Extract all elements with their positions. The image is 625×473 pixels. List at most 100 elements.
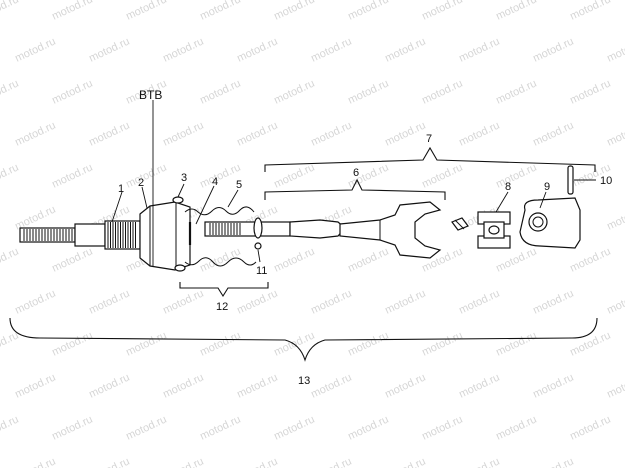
watermark-text: motod.ru: [494, 161, 538, 190]
watermark-text: motod.ru: [124, 329, 168, 358]
watermark-text: motod.ru: [346, 0, 390, 23]
watermark-text: motod.ru: [494, 0, 538, 23]
label-7: 7: [426, 133, 432, 145]
shaft-end-ring-part: [253, 217, 263, 250]
watermark-text: motod.ru: [87, 371, 131, 400]
watermark-text: motod.ru: [0, 161, 21, 190]
label-10: 10: [600, 175, 612, 187]
watermark-text: motod.ru: [568, 77, 612, 106]
watermark-text: motod.ru: [235, 287, 279, 316]
watermark-text: motod.ru: [309, 455, 353, 468]
cv-housing-part: [139, 201, 191, 271]
pin-part: [567, 165, 574, 195]
watermark-text: motod.ru: [568, 245, 612, 274]
watermark-text: motod.ru: [309, 371, 353, 400]
watermark-text: motod.ru: [0, 413, 21, 442]
label-2: 2: [138, 177, 144, 189]
label-3: 3: [181, 172, 187, 184]
watermark-text: motod.ru: [13, 455, 57, 468]
yoke-flange-part: [519, 197, 581, 249]
watermark-text: motod.ru: [494, 329, 538, 358]
watermark-text: motod.ru: [346, 245, 390, 274]
watermark-text: motod.ru: [50, 0, 94, 23]
watermark-text: motod.ru: [198, 245, 242, 274]
watermark-text: motod.ru: [198, 413, 242, 442]
watermark-text: motod.ru: [568, 413, 612, 442]
u-joint-cross-part: [477, 211, 511, 249]
watermark-text: motod.ru: [346, 329, 390, 358]
watermark-text: motod.ru: [605, 35, 625, 64]
watermark-text: motod.ru: [309, 287, 353, 316]
label-btb: BTB: [139, 88, 162, 102]
label-12: 12: [216, 301, 228, 313]
label-6: 6: [353, 167, 359, 179]
watermark-text: motod.ru: [605, 203, 625, 232]
watermark-text: motod.ru: [605, 455, 625, 468]
watermark-text: motod.ru: [13, 35, 57, 64]
label-4: 4: [212, 176, 218, 188]
watermark-text: motod.ru: [272, 245, 316, 274]
watermark-text: motod.ru: [50, 413, 94, 442]
watermark-text: motod.ru: [457, 287, 501, 316]
watermark-text: motod.ru: [124, 413, 168, 442]
watermark-text: motod.ru: [235, 455, 279, 468]
watermark-text: motod.ru: [87, 287, 131, 316]
watermark-text: motod.ru: [309, 119, 353, 148]
watermark-text: motod.ru: [383, 455, 427, 468]
watermark-text: motod.ru: [420, 413, 464, 442]
label-13: 13: [298, 375, 310, 387]
watermark-text: motod.ru: [50, 245, 94, 274]
watermark-text: motod.ru: [87, 35, 131, 64]
watermark-text: motod.ru: [605, 371, 625, 400]
watermark-text: motod.ru: [198, 77, 242, 106]
watermark-text: motod.ru: [161, 119, 205, 148]
label-9: 9: [544, 181, 550, 193]
watermark-text: motod.ru: [198, 0, 242, 23]
watermark-text: motod.ru: [420, 161, 464, 190]
leader-lines: [111, 179, 596, 263]
watermark-text: motod.ru: [383, 35, 427, 64]
shaft-yoke-part: [204, 201, 442, 259]
watermark-text: motod.ru: [272, 161, 316, 190]
brackets: [9, 146, 598, 362]
watermark-text: motod.ru: [457, 35, 501, 64]
watermark-text: motod.ru: [346, 413, 390, 442]
watermark-text: motod.ru: [420, 77, 464, 106]
label-11: 11: [256, 265, 267, 277]
watermark-text: motod.ru: [383, 371, 427, 400]
part-labels: BTB 1 2 3 4 5 6 7 8 9 10 11 12 13: [118, 88, 612, 387]
watermark-text: motod.ru: [605, 287, 625, 316]
watermark-text: motod.ru: [272, 0, 316, 23]
watermark-text: motod.ru: [13, 371, 57, 400]
stub-shaft-part: [19, 220, 141, 250]
watermark-text: motod.ru: [531, 455, 575, 468]
watermark-text: motod.ru: [605, 119, 625, 148]
watermark-text: motod.ru: [568, 0, 612, 23]
watermark-text: motod.ru: [161, 455, 205, 468]
watermark-text: motod.ru: [0, 0, 21, 23]
watermark-text: motod.ru: [161, 287, 205, 316]
watermark-text: motod.ru: [494, 77, 538, 106]
label-8: 8: [505, 181, 511, 193]
watermark-text: motod.ru: [346, 77, 390, 106]
watermark-text: motod.ru: [531, 371, 575, 400]
watermark-text: motod.ru: [531, 119, 575, 148]
watermark-text: motod.ru: [87, 455, 131, 468]
watermark-text: motod.ru: [235, 119, 279, 148]
watermark-text: motod.ru: [198, 329, 242, 358]
watermark-text: motod.ru: [13, 287, 57, 316]
watermark-text: motod.ru: [457, 119, 501, 148]
watermark-text: motod.ru: [457, 371, 501, 400]
watermark-text: motod.ru: [235, 371, 279, 400]
watermark-text: motod.ru: [309, 35, 353, 64]
watermark-text: motod.ru: [235, 35, 279, 64]
watermark-text: motod.ru: [50, 77, 94, 106]
watermark-text: motod.ru: [13, 119, 57, 148]
watermark-text: motod.ru: [420, 0, 464, 23]
watermark-text: motod.ru: [531, 35, 575, 64]
watermark-text: motod.ru: [494, 413, 538, 442]
watermark-text: motod.ru: [272, 77, 316, 106]
watermark-text: motod.ru: [50, 329, 94, 358]
